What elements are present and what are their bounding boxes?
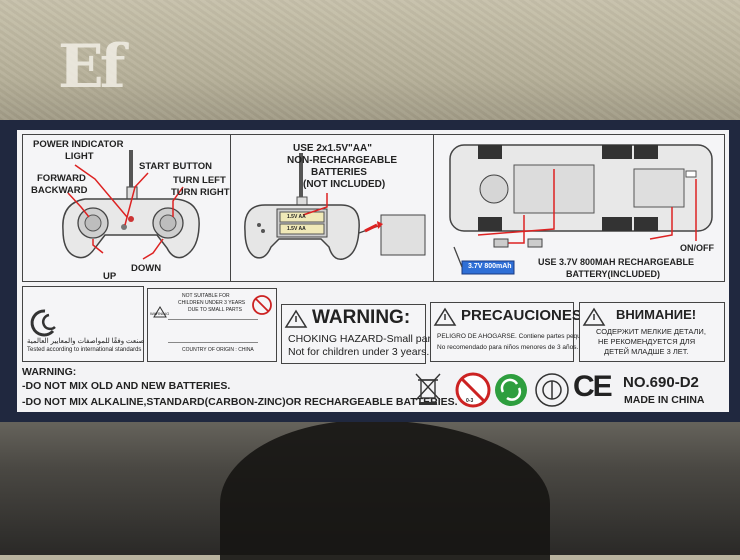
battery-cell-1-label: 1.5V AA — [287, 214, 306, 220]
compliance-icons — [415, 372, 569, 408]
ce-mark-icon: CE — [573, 370, 613, 403]
crossed-bin-icon — [415, 373, 441, 405]
warning-en-line-2: Not for children under 3 years. — [288, 346, 430, 358]
controller-diagram-cell: POWER INDICATOR LIGHT START BUTTON FORWA… — [22, 134, 235, 282]
warning-ru-line-3: ДЕТЕЙ МЛАДШЕ 3 ЛЕТ. — [604, 347, 689, 356]
photographer-shadow — [220, 420, 550, 560]
controller-back-illustration — [244, 153, 426, 260]
age-country-of-origin: COUNTRY OF ORIGIN : CHINA — [182, 347, 254, 353]
recycle-icon — [495, 374, 527, 406]
battery-diagram-cell: USE 2x1.5V"AA" NON-RECHARGEABLE BATTERIE… — [230, 134, 438, 282]
battery-text-1: USE 2x1.5V"AA" — [293, 143, 372, 154]
car-note-line-1: USE 3.7V 800MAH RECHARGEABLE — [538, 257, 695, 267]
warning-en-line-1: CHOKING HAZARD-Small parts. — [288, 333, 443, 345]
warning-triangle-icon — [284, 309, 308, 328]
label-power-indicator: POWER INDICATOR — [33, 139, 124, 150]
made-in-label: MADE IN CHINA — [624, 394, 705, 406]
label-power-indicator-2: LIGHT — [65, 151, 94, 162]
warning-ru-line-1: СОДЕРЖИТ МЕЛКИЕ ДЕТАЛИ, — [596, 327, 706, 336]
warning-es-line-2: No recomendado para niños menores de 3 a… — [437, 344, 579, 351]
battery-cell-2-label: 1.5V AA — [287, 226, 306, 232]
warning-en-title: WARNING: — [312, 307, 411, 328]
warning-es-title: PRECAUCIONES: — [461, 307, 587, 324]
age-text-2: CHILDREN UNDER 3 YEARS — [178, 300, 246, 306]
watermark-logo: Ef — [58, 32, 126, 102]
car-battery-tag: 3.7V 800mAh — [468, 263, 512, 270]
label-backward: BACKWARD — [31, 185, 88, 196]
label-down: DOWN — [131, 263, 162, 274]
battery-warning-title: WARNING: — [22, 366, 77, 378]
car-note-line-2: BATTERY(INCLUDED) — [566, 269, 660, 279]
warning-ru-illustration — [582, 307, 606, 326]
label-start-button: START BUTTON — [139, 161, 213, 172]
age-box-illustration — [153, 295, 272, 318]
car-underside-illustration — [449, 144, 713, 275]
label-turn-right: TURN RIGHT — [171, 187, 230, 198]
warning-ru-title: ВНИМАНИЕ! — [616, 307, 697, 322]
standards-logo-icon — [30, 309, 56, 337]
car-diagram-cell: 3.7V 800mAh USE 3.7V 800MAH RECHARGEABLE… — [433, 134, 725, 282]
standards-english-text: Tested according to international standa… — [27, 347, 142, 353]
car-on-off-label: ON/OFF — [680, 243, 714, 253]
age-text-1: NOT SUITABLE FOR — [182, 293, 230, 299]
warning-es-cell: PRECAUCIONES: PELIGRO DE AHOGARSE. Conti… — [430, 302, 597, 362]
age-text-3: DUE TO SMALL PARTS — [188, 307, 242, 313]
warning-en-illustration — [284, 309, 308, 328]
age-warning-tag: WARNING — [150, 311, 170, 316]
label-forward: FORWARD — [37, 173, 86, 184]
battery-text-4: (NOT INCLUDED) — [303, 179, 386, 190]
battery-warning-line-1: -DO NOT MIX OLD AND NEW BATTERIES. — [22, 380, 231, 392]
battery-text-3: BATTERIES — [311, 167, 367, 178]
label-turn-left: TURN LEFT — [173, 175, 226, 186]
warning-ru-line-2: НЕ РЕКОМЕНДУЕТСЯ ДЛЯ — [598, 337, 696, 346]
battery-warning-line-2: -DO NOT MIX ALKALINE,STANDARD(CARBON-ZIN… — [22, 396, 458, 408]
pavement-background — [0, 0, 740, 128]
warning-triangle-icon — [582, 307, 606, 326]
controller-illustration — [62, 150, 200, 260]
standards-arabic-text: صنعت وفقًا للمواصفات والمعايير العالمية — [27, 338, 145, 345]
battery-text-2: NON-RECHARGEABLE — [287, 155, 397, 166]
model-number: NO.690-D2 — [623, 374, 699, 391]
no-small-children-icon — [252, 295, 272, 315]
age-restriction-icon — [455, 372, 491, 408]
instruction-panel: POWER INDICATOR LIGHT START BUTTON FORWA… — [17, 130, 729, 412]
age-arabic-lines — [168, 319, 258, 343]
standards-cell: صنعت وفقًا للمواصفات والمعايير العالمية … — [22, 286, 144, 362]
warning-es-illustration — [433, 307, 457, 326]
label-up: UP — [103, 271, 117, 282]
age-badge-label: 0-3 — [466, 398, 474, 404]
seal-icon — [535, 373, 569, 407]
warning-en-cell: WARNING: CHOKING HAZARD-Small parts. Not… — [281, 304, 442, 364]
warning-triangle-icon — [433, 307, 457, 326]
warning-es-line-1: PELIGRO DE AHOGARSE. Contiene partes peq… — [437, 333, 597, 340]
warning-ru-cell: ВНИМАНИЕ! СОДЕРЖИТ МЕЛКИЕ ДЕТАЛИ, НЕ РЕК… — [579, 302, 725, 362]
age-warning-cell: NOT SUITABLE FOR CHILDREN UNDER 3 YEARS … — [147, 288, 277, 362]
